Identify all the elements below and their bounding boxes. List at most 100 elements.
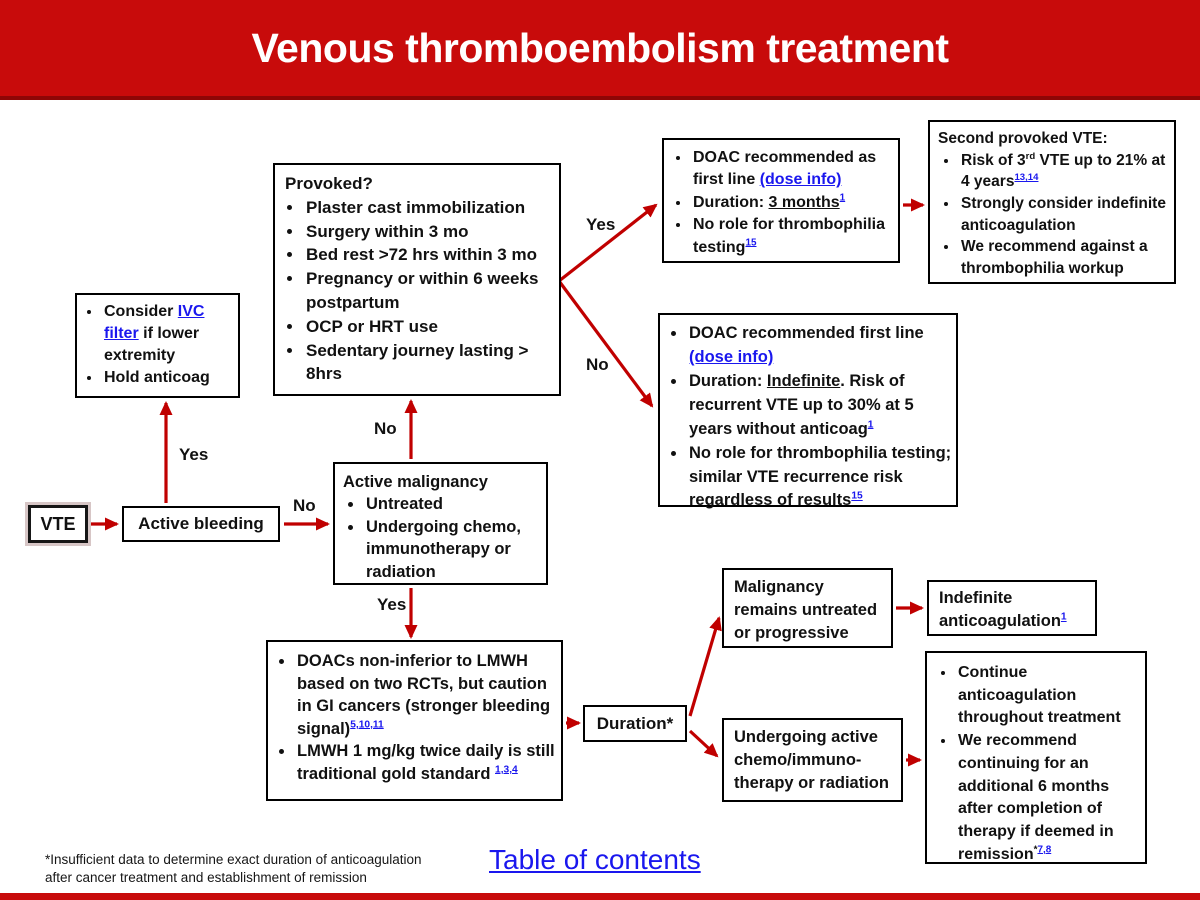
ref-link[interactable]: 15 bbox=[745, 237, 757, 249]
text-segment: Indefinite anticoagulation bbox=[939, 589, 1061, 631]
ref-link[interactable]: 1 bbox=[1060, 611, 1067, 623]
text-segment: OCP or HRT use bbox=[306, 316, 438, 336]
provoked-box: Provoked? Plaster cast immobilizationSur… bbox=[273, 163, 561, 396]
text-segment: Consider bbox=[104, 303, 178, 320]
doac-provoked-list: DOAC recommended as first line (dose inf… bbox=[670, 147, 894, 259]
undergoing-therapy-text: Undergoing active chemo/immuno-therapy o… bbox=[734, 728, 889, 793]
footnote: *Insufficient data to determine exact du… bbox=[45, 852, 422, 886]
bullet-item: Pregnancy or within 6 weeks postpartum bbox=[304, 267, 553, 315]
ref-link[interactable]: 1 bbox=[839, 192, 846, 204]
text-segment: Pregnancy or within 6 weeks postpartum bbox=[306, 269, 539, 312]
ref-link[interactable]: (dose info) bbox=[759, 171, 842, 189]
bullet-item: We recommend continuing for an additiona… bbox=[956, 730, 1141, 866]
edge-label-bleeding-no: No bbox=[293, 496, 316, 515]
text-segment: No role for thrombophilia testing bbox=[693, 216, 885, 256]
ref-link[interactable]: 7,8 bbox=[1037, 844, 1052, 856]
bullet-item: Bed rest >72 hrs within 3 mo bbox=[304, 243, 553, 267]
ivc-filter-box: Consider IVC filter if lower extremityHo… bbox=[75, 293, 240, 398]
edge-label-provoked-yes: Yes bbox=[586, 215, 616, 234]
text-segment: . Risk of recurrent VTE up to 30% at 5 y… bbox=[689, 371, 914, 438]
text-segment: VTE up to 21% at 4 years bbox=[961, 151, 1166, 191]
active-malignancy-box: Active malignancy UntreatedUndergoing ch… bbox=[333, 462, 548, 585]
page-title: Venous thromboembolism treatment bbox=[251, 24, 949, 71]
malignancy-progressive-text: Malignancy remains untreated or progress… bbox=[734, 578, 878, 643]
bullet-item: DOAC recommended first line (dose info) bbox=[687, 322, 952, 370]
text-segment: Surgery within 3 mo bbox=[306, 221, 469, 241]
bullet-item: Continue anticoagulation throughout trea… bbox=[956, 662, 1141, 730]
text-segment: * bbox=[1033, 844, 1038, 856]
bullet-item: OCP or HRT use bbox=[304, 315, 553, 339]
bullet-item: Hold anticoag bbox=[102, 367, 234, 389]
ref-link[interactable]: 15 bbox=[851, 490, 863, 502]
second-provoked-vte-title: Second provoked VTE: bbox=[938, 130, 1108, 147]
text-segment: DOAC recommended first line bbox=[689, 324, 924, 342]
ref-link[interactable]: 1 bbox=[867, 419, 874, 431]
bullet-item: Untreated bbox=[364, 493, 542, 515]
text-segment: DOACs non-inferior to LMWH based on two … bbox=[297, 652, 551, 738]
doac-provoked-box: DOAC recommended as first line (dose inf… bbox=[662, 138, 900, 263]
text-segment: No role for thrombophilia testing; simil… bbox=[689, 443, 952, 510]
bullet-item: Strongly consider indefinite anticoagula… bbox=[959, 193, 1170, 236]
text-segment: LMWH 1 mg/kg twice daily is still tradit… bbox=[297, 742, 555, 783]
vte-box: VTE bbox=[28, 505, 88, 543]
continue-anticoagulation-list: Continue anticoagulation throughout trea… bbox=[935, 662, 1141, 866]
bullet-item: DOACs non-inferior to LMWH based on two … bbox=[295, 650, 557, 740]
text-segment: Strongly consider indefinite anticoagula… bbox=[961, 195, 1166, 234]
provoked-list: Plaster cast immobilizationSurgery withi… bbox=[283, 196, 553, 386]
active-malignancy-list: UntreatedUndergoing chemo, immunotherapy… bbox=[343, 493, 542, 583]
doacs-lmwh-list: DOACs non-inferior to LMWH based on two … bbox=[274, 650, 557, 786]
edge-label-malignancy-no: No bbox=[374, 419, 397, 438]
continue-anticoagulation-box: Continue anticoagulation throughout trea… bbox=[925, 651, 1147, 864]
text-segment: Hold anticoag bbox=[104, 369, 210, 387]
text-segment: DOAC recommended as first line bbox=[693, 149, 877, 189]
bullet-item: No role for thrombophilia testing15 bbox=[691, 214, 894, 259]
text-segment: Undergoing chemo, immunotherapy or radia… bbox=[366, 517, 521, 581]
text-segment: Bed rest >72 hrs within 3 mo bbox=[306, 245, 537, 265]
text-segment: if lower extremity bbox=[104, 325, 200, 365]
table-of-contents-link[interactable]: Table of contents bbox=[489, 844, 701, 875]
text-segment: We recommend continuing for an additiona… bbox=[958, 732, 1114, 863]
text-segment: Continue anticoagulation throughout trea… bbox=[958, 664, 1121, 727]
indefinite-anticoagulation-box: Indefinite anticoagulation1 bbox=[927, 580, 1097, 636]
text-segment: Duration: bbox=[689, 371, 767, 390]
arrow-provoked-no bbox=[557, 280, 654, 408]
text-segment: rd bbox=[1025, 150, 1036, 162]
bullet-item: DOAC recommended as first line (dose inf… bbox=[691, 147, 894, 192]
doac-unprovoked-list: DOAC recommended first line (dose info)D… bbox=[666, 322, 952, 513]
ref-link[interactable]: 13,14 bbox=[1014, 172, 1039, 184]
active-bleeding-box: Active bleeding bbox=[122, 506, 280, 542]
text-segment: Duration: bbox=[693, 193, 769, 211]
ref-link[interactable]: (dose info) bbox=[689, 347, 774, 366]
bullet-item: Surgery within 3 mo bbox=[304, 220, 553, 244]
vte-label: VTE bbox=[40, 513, 76, 534]
text-segment: Sedentary journey lasting > 8hrs bbox=[306, 340, 529, 384]
arrow-duration-to-undergoing bbox=[688, 729, 719, 758]
edge-label-provoked-no: No bbox=[586, 355, 609, 374]
edge-label-bleeding-yes: Yes bbox=[179, 445, 209, 464]
arrow-duration-to-progressive bbox=[688, 616, 722, 717]
bullet-item: LMWH 1 mg/kg twice daily is still tradit… bbox=[295, 740, 557, 785]
bullet-item: Consider IVC filter if lower extremity bbox=[102, 301, 234, 367]
bullet-item: Plaster cast immobilization bbox=[304, 196, 553, 220]
text-segment: Untreated bbox=[366, 495, 444, 514]
doacs-lmwh-box: DOACs non-inferior to LMWH based on two … bbox=[266, 640, 563, 801]
doac-unprovoked-box: DOAC recommended first line (dose info)D… bbox=[658, 313, 958, 509]
bottom-red-bar bbox=[0, 893, 1200, 900]
active-malignancy-title: Active malignancy bbox=[343, 473, 488, 491]
text-segment: We recommend against a thrombophilia wor… bbox=[961, 238, 1148, 278]
ivc-filter-list: Consider IVC filter if lower extremityHo… bbox=[81, 301, 234, 389]
duration-label: Duration* bbox=[596, 713, 674, 733]
undergoing-therapy-box: Undergoing active chemo/immuno-therapy o… bbox=[722, 718, 903, 802]
bullet-item: Duration: 3 months1 bbox=[691, 192, 894, 214]
second-provoked-vte-box: Second provoked VTE: Risk of 3rd VTE up … bbox=[928, 120, 1176, 284]
text-segment: 3 months bbox=[768, 193, 840, 211]
bullet-item: Duration: Indefinite. Risk of recurrent … bbox=[687, 370, 952, 442]
text-segment: Risk of 3 bbox=[961, 151, 1026, 169]
text-segment: Plaster cast immobilization bbox=[306, 197, 526, 217]
ref-link[interactable]: 1,3,4 bbox=[495, 764, 518, 776]
edge-label-malignancy-yes: Yes bbox=[377, 595, 407, 614]
malignancy-progressive-box: Malignancy remains untreated or progress… bbox=[722, 568, 893, 648]
ref-link[interactable]: 5,10,11 bbox=[350, 719, 384, 731]
bullet-item: Undergoing chemo, immunotherapy or radia… bbox=[364, 516, 542, 583]
ref-link[interactable]: IVC filter bbox=[104, 303, 205, 343]
